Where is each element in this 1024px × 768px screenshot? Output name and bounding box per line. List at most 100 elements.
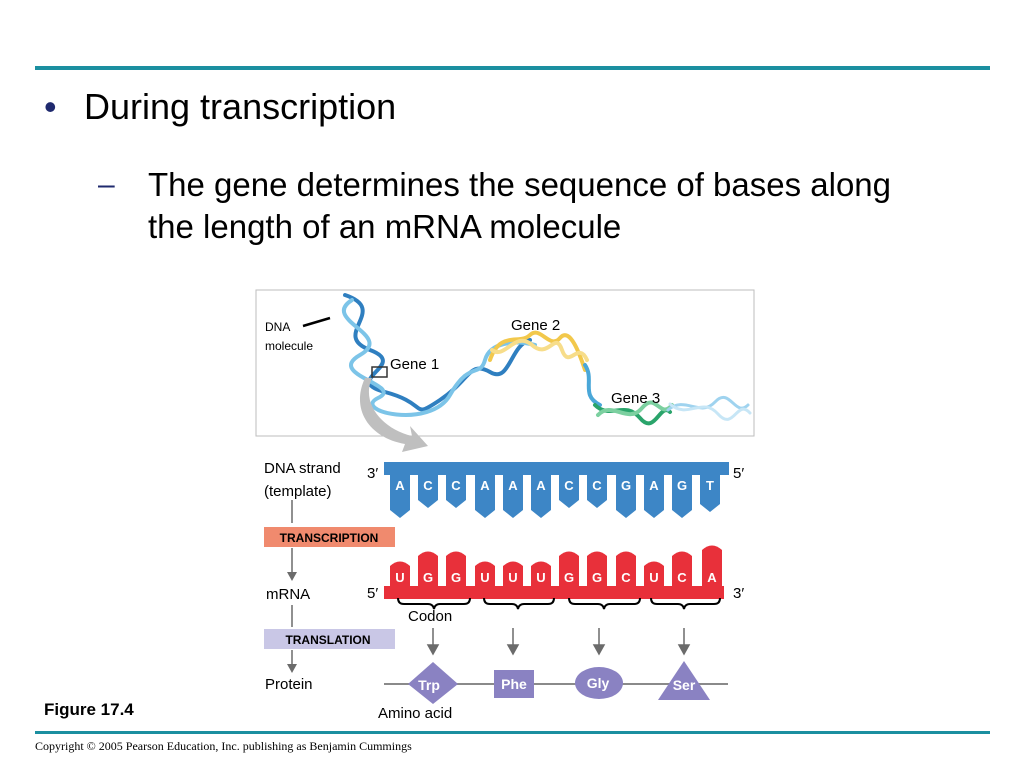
dna-molecule-panel (255, 289, 755, 437)
dna-base-8: C (587, 474, 607, 508)
gene1-zoom-box (371, 366, 388, 378)
gene3-label: Gene 3 (611, 390, 660, 407)
dna-base-letter: A (508, 478, 518, 493)
dna-base-12: T (700, 474, 720, 512)
mrna-base-9: C (616, 551, 636, 587)
dna-base-letter: C (592, 478, 602, 493)
mrna-base-12: A (702, 545, 722, 587)
codon-brace-4 (650, 597, 721, 610)
dna-base-letter: A (395, 478, 405, 493)
dna-molecule-label-line2: molecule (265, 339, 313, 353)
gene2-strand-b (490, 338, 589, 362)
gene1-label: Gene 1 (390, 356, 439, 373)
zoom-arrow (359, 378, 428, 452)
mrna-base-letter: G (423, 570, 433, 585)
dna-end-right: 5′ (733, 465, 744, 482)
mrna-base-7: G (559, 551, 579, 587)
transcription-box (264, 527, 395, 547)
mrna-base-11: C (672, 551, 692, 587)
mrna-base-letter: C (677, 570, 687, 585)
mrna-base-10: U (644, 561, 664, 587)
gene3-strand-b (596, 400, 674, 417)
top-rule (35, 66, 990, 70)
dna-strand-label-line2: (template) (264, 483, 332, 500)
mrna-base-letter: C (621, 570, 631, 585)
sub-bullet-text: The gene determines the sequence of base… (148, 166, 892, 245)
mrna-base-5: U (503, 561, 523, 587)
figure-label: Figure 17.4 (44, 700, 134, 719)
dna-base-letter: C (451, 478, 461, 493)
amino-acid-trp-shape (408, 662, 458, 704)
helix-strand-b (342, 298, 537, 417)
dna-base-letter: C (564, 478, 574, 493)
amino-acid-label: Amino acid (378, 705, 452, 722)
amino-acid-phe-shape (494, 670, 534, 698)
translation-arrows (426, 628, 691, 656)
mrna-base-letter: U (649, 570, 658, 585)
dna-end-left: 3′ (367, 465, 378, 482)
dna-base-letter: G (621, 478, 631, 493)
transcription-label: TRANSCRIPTION (280, 531, 379, 545)
mrna-end-right: 3′ (733, 585, 744, 602)
translation-label: TRANSLATION (285, 633, 370, 647)
dna-base-9: G (616, 474, 636, 518)
sub-bullet-dash: – (98, 168, 115, 201)
helix-tail-b (668, 402, 752, 421)
dna-base-6: A (531, 474, 551, 518)
dna-helix (342, 293, 752, 426)
codon-braces (397, 597, 721, 610)
dna-base-2: C (418, 474, 438, 508)
dna-base-letter: C (423, 478, 433, 493)
gene2-label: Gene 2 (511, 317, 560, 334)
mrna-label: mRNA (266, 586, 310, 603)
mrna-base-2: G (418, 551, 438, 587)
dna-base-5: A (503, 474, 523, 518)
mrna-base-letter: G (592, 570, 602, 585)
amino-acid-labels: Trp Phe Gly Ser (418, 675, 696, 693)
left-flow (287, 500, 297, 673)
dna-base-4: A (475, 474, 495, 518)
dna-strand-backbone (384, 462, 729, 475)
helix-strand-a (343, 293, 532, 412)
dna-base-11: G (672, 474, 692, 518)
dna-base-letter: A (536, 478, 546, 493)
dna-molecule-label-line1: DNA (265, 320, 290, 334)
dna-base-letter: A (480, 478, 490, 493)
dna-base-1: A (390, 474, 410, 518)
bullet-text: During transcription (84, 86, 397, 127)
amino-acid-name-1: Trp (418, 677, 440, 693)
mrna-end-left: 5′ (367, 585, 378, 602)
helix-strand-c (583, 363, 602, 407)
mrna-base-letter: G (451, 570, 461, 585)
codon-brace-2 (483, 597, 555, 610)
codon-brace-1 (397, 597, 471, 610)
amino-acid-name-3: Gly (587, 675, 610, 691)
helix-tail-a (666, 395, 750, 412)
mrna-base-letter: U (536, 570, 545, 585)
copyright: Copyright © 2005 Pearson Education, Inc.… (35, 739, 412, 753)
dna-base-letter: T (706, 478, 714, 493)
amino-acid-ser-shape (658, 661, 710, 700)
codon-brace-3 (568, 597, 641, 610)
dna-base-letter: A (649, 478, 659, 493)
mrna-base-8: G (587, 551, 607, 587)
dna-base-3: C (446, 474, 466, 508)
codon-label: Codon (408, 608, 452, 625)
mrna-base-letter: A (707, 570, 717, 585)
protein-label: Protein (265, 676, 313, 693)
dna-base-10: A (644, 474, 664, 518)
dna-strand-label-line1: DNA strand (264, 460, 341, 477)
amino-acid-name-4: Ser (673, 677, 696, 693)
amino-acid-name-2: Phe (501, 676, 527, 692)
mrna-base-1: U (390, 561, 410, 587)
mrna-base-letter: U (395, 570, 404, 585)
bottom-rule (35, 731, 990, 734)
dna-base-7: C (559, 474, 579, 508)
mrna-backbone (384, 586, 724, 599)
mrna-base-4: U (475, 561, 495, 587)
bullet-dot: • (44, 86, 57, 127)
mrna-base-3: G (446, 551, 466, 587)
